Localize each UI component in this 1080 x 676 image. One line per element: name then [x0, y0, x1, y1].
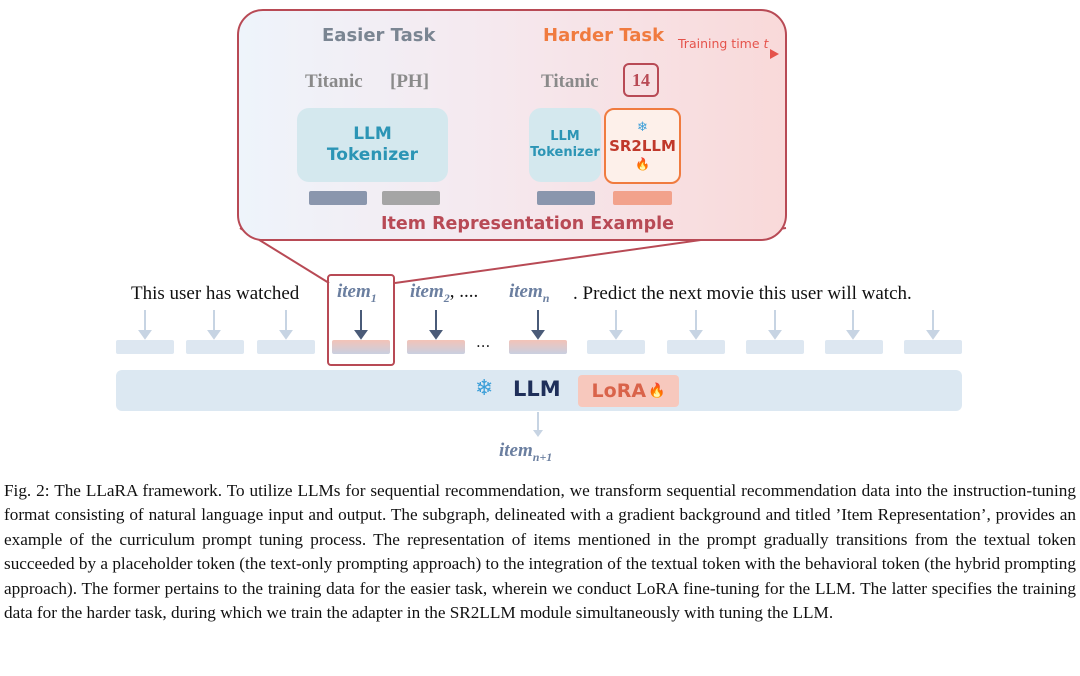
panel-footer-title: Item Representation Example	[381, 214, 674, 234]
item-token	[332, 340, 390, 354]
text-token-bar	[309, 191, 367, 205]
prompt-prefix: This user has watched	[131, 283, 300, 304]
snowflake-icon: ❄	[475, 376, 494, 401]
prompt-token	[186, 340, 244, 354]
training-time-arrow	[255, 49, 779, 59]
item-id-token: 14	[623, 63, 659, 97]
sr2llm-label: SR2LLM	[609, 137, 676, 155]
fire-icon: 🔥	[635, 157, 650, 171]
placeholder-token-bar	[382, 191, 440, 205]
behavior-token-bar	[613, 191, 672, 205]
prompt-token	[746, 340, 804, 354]
prompt-item2: item2, ....	[410, 281, 479, 305]
sr2llm-box: ❄ SR2LLM 🔥	[604, 108, 681, 184]
fire-icon: 🔥	[648, 383, 666, 399]
titanic-token-right: Titanic	[541, 71, 599, 92]
placeholder-token: [PH]	[390, 71, 430, 92]
llm-tokenizer-small-box: LLM Tokenizer	[529, 108, 601, 182]
text-token-bar-right	[537, 191, 595, 205]
output-item: itemn+1	[499, 440, 553, 464]
prompt-token	[667, 340, 725, 354]
prompt-token	[587, 340, 645, 354]
harder-task-label: Harder Task	[543, 25, 665, 46]
item-token	[407, 340, 465, 354]
item1-highlight-frame	[327, 274, 395, 366]
llm-bar	[116, 370, 962, 411]
prompt-token	[904, 340, 962, 354]
prompt-itemn: itemn	[509, 281, 550, 305]
prompt-token	[257, 340, 315, 354]
training-time-label: Training time t	[678, 36, 769, 51]
token-ellipsis: ...	[476, 333, 491, 351]
llm-tokenizer-box: LLM Tokenizer	[297, 108, 448, 182]
easier-task-label: Easier Task	[322, 25, 436, 46]
lora-badge: LoRA 🔥	[578, 375, 679, 407]
prompt-token	[825, 340, 883, 354]
titanic-token-left: Titanic	[305, 71, 363, 92]
figure-caption: Fig. 2: The LLaRA framework. To utilize …	[4, 481, 1076, 623]
llm-label: LLM	[513, 377, 561, 401]
snowflake-icon: ❄	[637, 120, 648, 135]
item-token	[509, 340, 567, 354]
prompt-suffix: . Predict the next movie this user will …	[573, 283, 912, 304]
prompt-token	[116, 340, 174, 354]
lora-label: LoRA	[591, 380, 647, 402]
prompt-item1: item1	[337, 281, 377, 305]
